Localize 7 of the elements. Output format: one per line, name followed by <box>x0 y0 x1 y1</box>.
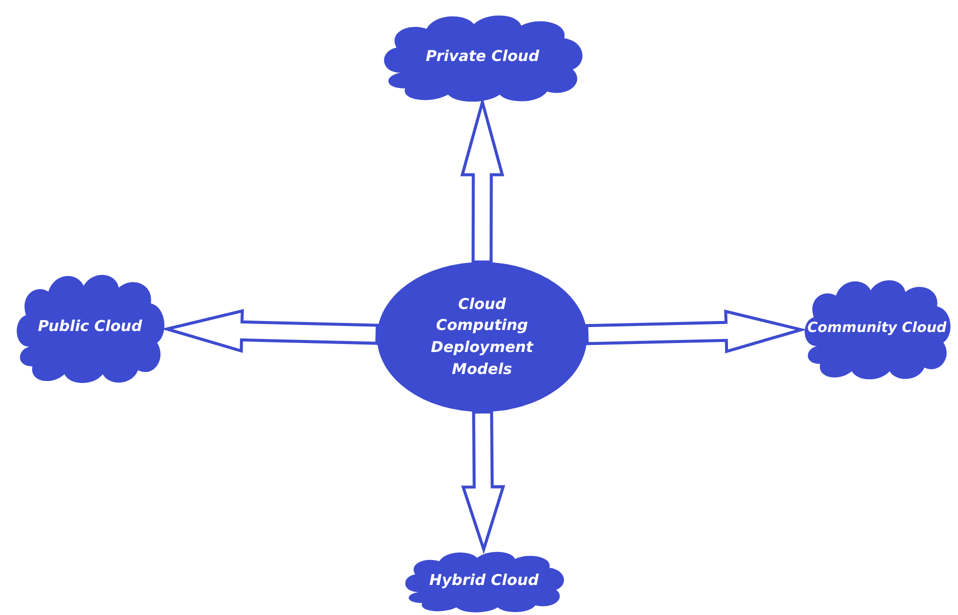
node-label: Cloud Computing Deployment Models <box>430 294 534 380</box>
node-label: Private Cloud <box>424 46 540 68</box>
block-arrow <box>461 410 506 554</box>
node-label: Public Cloud <box>36 316 144 338</box>
node-label: Hybrid Cloud <box>428 570 540 592</box>
node-label: Community Cloud <box>806 318 948 338</box>
block-arrow <box>585 309 808 354</box>
